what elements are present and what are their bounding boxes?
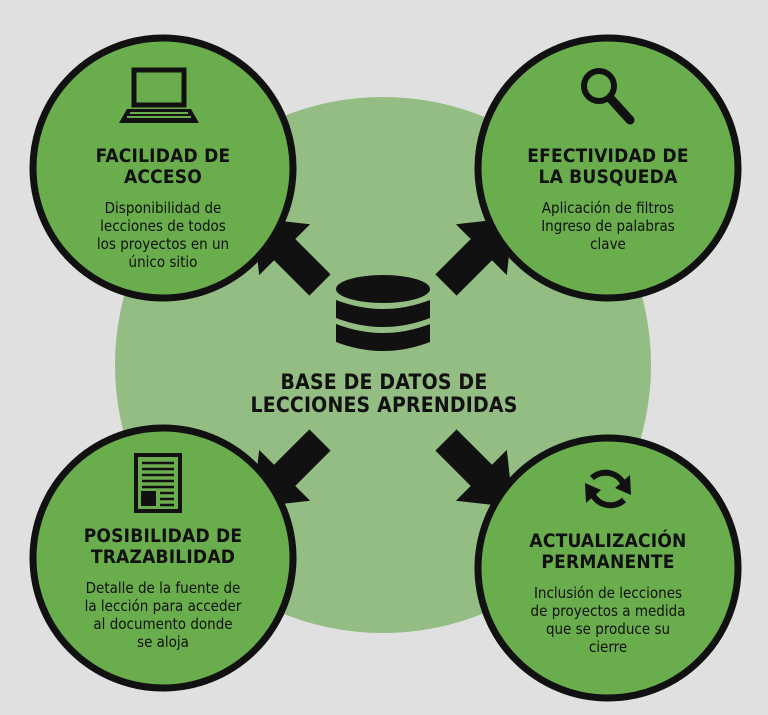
node-circle-actualizacion <box>474 434 742 702</box>
database-icon <box>336 275 430 351</box>
node-posibilidad-trazabilidad: POSIBILIDAD DE TRAZABILIDAD Detalle de l… <box>58 525 268 652</box>
document-icon <box>134 453 182 513</box>
node-facilidad-acceso: FACILIDAD DE ACCESO Disponibilidad de le… <box>63 145 263 272</box>
node-title: ACTUALIZACIÓN PERMANENTE <box>529 530 687 573</box>
node-title: FACILIDAD DE ACCESO <box>95 145 231 188</box>
center-title-line1: BASE DE DATOS DE <box>280 370 488 394</box>
node-circle-efectividad <box>474 34 742 302</box>
center-title-line2: LECCIONES APRENDIDAS <box>250 393 518 417</box>
node-circle-facilidad <box>29 34 297 302</box>
refresh-icon <box>585 469 631 509</box>
node-description: Inclusión de lecciones de proyectos a me… <box>530 584 686 656</box>
node-title: EFECTIVIDAD DE LA BUSQUEDA <box>527 145 689 188</box>
node-circle-posibilidad <box>29 424 297 692</box>
center-title: BASE DE DATOS DE LECCIONES APRENDIDAS <box>214 371 554 417</box>
search-icon <box>581 68 635 125</box>
laptop-icon <box>119 67 199 123</box>
node-description: Aplicación de filtros Ingreso de palabra… <box>541 199 675 253</box>
node-description: Disponibilidad de lecciones de todos los… <box>96 199 230 271</box>
node-actualizacion-permanente: ACTUALIZACIÓN PERMANENTE Inclusión de le… <box>503 530 713 657</box>
node-efectividad-busqueda: EFECTIVIDAD DE LA BUSQUEDA Aplicación de… <box>508 145 708 254</box>
node-title: POSIBILIDAD DE TRAZABILIDAD <box>83 525 243 568</box>
node-description: Detalle de la fuente de la lección para … <box>84 579 242 651</box>
